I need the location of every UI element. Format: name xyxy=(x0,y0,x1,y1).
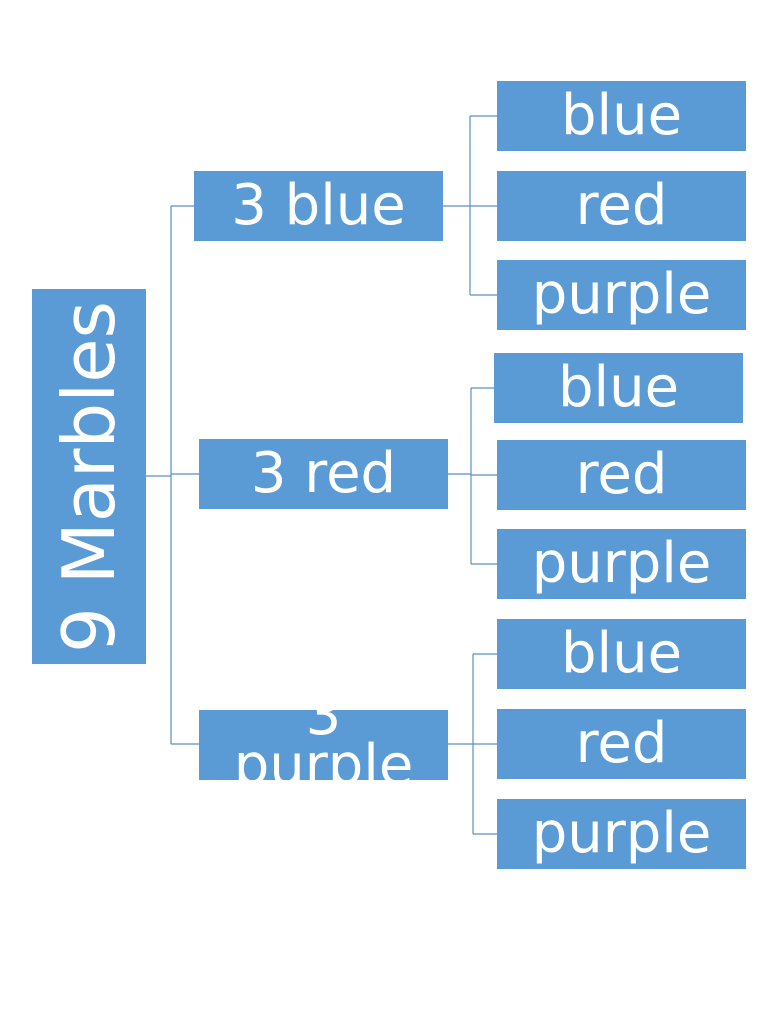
leaf-blue-purple: purple xyxy=(497,260,746,330)
node-3-red-label: 3 red xyxy=(250,441,397,506)
root-node-label: 9 Marbles xyxy=(47,300,131,653)
leaf-label: purple xyxy=(531,531,712,596)
leaf-blue-red: red xyxy=(497,171,746,241)
leaf-label: blue xyxy=(560,621,683,686)
leaf-blue-blue: blue xyxy=(497,81,746,151)
leaf-red-purple: purple xyxy=(497,529,746,599)
leaf-label: red xyxy=(575,711,668,776)
connector-blue-group xyxy=(443,115,497,296)
leaf-purple-blue: blue xyxy=(497,619,746,689)
node-3-red: 3 red xyxy=(199,439,448,509)
leaf-label: purple xyxy=(531,262,712,327)
root-node: 9 Marbles xyxy=(32,289,146,664)
leaf-label: purple xyxy=(531,801,712,866)
node-3-blue: 3 blue xyxy=(194,171,443,241)
leaf-label: blue xyxy=(560,83,683,148)
leaf-purple-purple: purple xyxy=(497,799,746,869)
node-3-purple: 3 purple xyxy=(199,710,448,780)
connector-root-bus xyxy=(146,206,172,744)
node-3-blue-label: 3 blue xyxy=(231,173,406,238)
leaf-label: red xyxy=(575,173,668,238)
connector-purple-group xyxy=(448,653,497,835)
leaf-label: blue xyxy=(557,355,680,420)
connector-red-group xyxy=(448,387,497,565)
leaf-red-red: red xyxy=(497,440,746,510)
leaf-label: red xyxy=(575,442,668,507)
node-3-purple-label: 3 purple xyxy=(233,710,414,780)
leaf-red-blue: blue xyxy=(494,353,743,423)
leaf-purple-red: red xyxy=(497,709,746,779)
